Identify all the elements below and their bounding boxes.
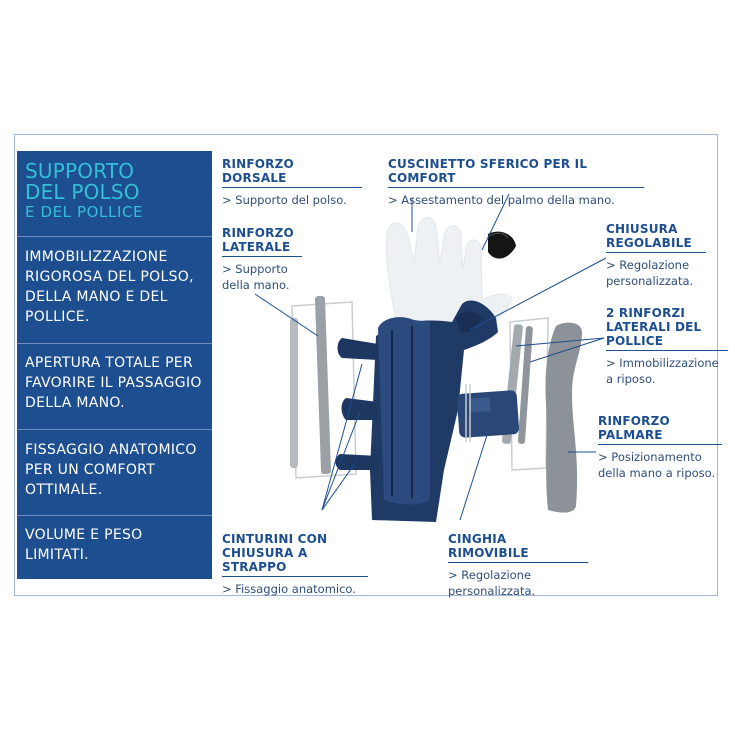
callout-title: CINTURINI CON CHIUSURA A STRAPPO — [222, 532, 328, 574]
callout-desc: > Fissaggio anatomico. — [222, 582, 356, 596]
feature-item: IMMOBILIZZAZIONE RIGOROSA DEL POLSO, DEL… — [25, 249, 194, 325]
panel-divider — [17, 429, 212, 430]
panel-divider — [17, 515, 212, 516]
features-panel: SUPPORTO DEL POLSO E DEL POLLICE IMMOBIL… — [17, 151, 212, 579]
callout-cuscinetto: CUSCINETTO SFERICO PER IL COMFORT > Asse… — [388, 157, 644, 208]
callout-rule — [606, 252, 706, 253]
callout-title: CINGHIA RIMOVIBILE — [448, 532, 529, 560]
callout-title: 2 RINFORZI LATERALI DEL POLLICE — [606, 306, 702, 348]
callout-rule — [222, 256, 302, 257]
panel-divider — [17, 236, 212, 237]
panel-divider — [17, 343, 212, 344]
callout-title: RINFORZO LATERALE — [222, 226, 294, 254]
callout-title: CUSCINETTO SFERICO PER IL COMFORT — [388, 157, 588, 185]
panel-title-line1: SUPPORTO — [25, 159, 135, 183]
callout-rule — [606, 350, 728, 351]
callout-desc: > Regolazione personalizzata. — [448, 568, 536, 598]
feature-item: VOLUME E PESO LIMITATI. — [25, 527, 143, 563]
panel-title-line2: DEL POLSO — [25, 180, 140, 204]
callout-cinghia: CINGHIA RIMOVIBILE > Regolazione persona… — [448, 532, 588, 599]
callout-rinforzo-laterale: RINFORZO LATERALE > Supporto della mano. — [222, 226, 302, 293]
callout-rule — [598, 444, 722, 445]
callout-title: CHIUSURA REGOLABILE — [606, 222, 692, 250]
callout-title: RINFORZO PALMARE — [598, 414, 670, 442]
callout-rinforzi-pollice: 2 RINFORZI LATERALI DEL POLLICE > Immobi… — [606, 306, 728, 387]
callout-desc: > Posizionamento della mano a riposo. — [598, 450, 716, 480]
callout-rinforzo-palmare: RINFORZO PALMARE > Posizionamento della … — [598, 414, 722, 481]
callout-desc: > Assestamento del palmo della mano. — [388, 193, 615, 207]
callout-chiusura: CHIUSURA REGOLABILE > Regolazione person… — [606, 222, 706, 289]
callout-desc: > Supporto della mano. — [222, 262, 290, 292]
feature-item: FISSAGGIO ANATOMICO PER UN COMFORT OTTIM… — [25, 442, 197, 498]
callout-rule — [448, 562, 588, 563]
panel-title: SUPPORTO DEL POLSO E DEL POLLICE — [25, 161, 205, 222]
callout-title: RINFORZO DORSALE — [222, 157, 294, 185]
callout-cinturini: CINTURINI CON CHIUSURA A STRAPPO > Fissa… — [222, 532, 368, 597]
callout-rule — [222, 576, 368, 577]
callout-rule — [222, 187, 362, 188]
feature-item: APERTURA TOTALE PER FAVORIRE IL PASSAGGI… — [25, 355, 202, 411]
callout-rule — [388, 187, 644, 188]
panel-title-line3: E DEL POLLICE — [25, 203, 144, 221]
callout-desc: > Supporto del polso. — [222, 193, 347, 207]
callout-rinforzo-dorsale: RINFORZO DORSALE > Supporto del polso. — [222, 157, 362, 208]
callout-desc: > Regolazione personalizzata. — [606, 258, 694, 288]
callout-desc: > Immobilizzazione a riposo. — [606, 356, 719, 386]
